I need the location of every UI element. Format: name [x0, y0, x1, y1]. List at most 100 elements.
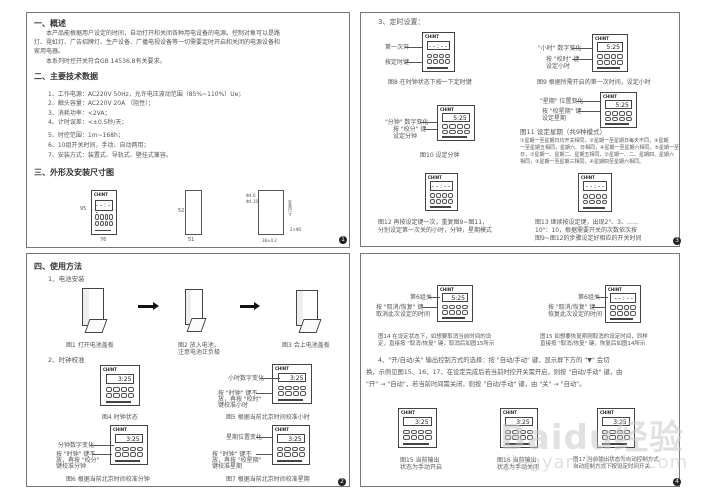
- battery-install-title: 1、电池安装: [48, 275, 85, 283]
- lcd-display: 5:25: [442, 112, 470, 122]
- lcd-display: - - : - -: [426, 40, 451, 51]
- key-button: [623, 310, 630, 316]
- key-button: [616, 435, 623, 441]
- fig17-caption: 状态为手动关闭: [497, 464, 540, 471]
- fig12-caption: 图12 再按设定键一次，重复图9~图11，: [378, 219, 489, 226]
- label-strip: [277, 399, 304, 401]
- key-button: [602, 435, 609, 441]
- label-strip: [442, 136, 467, 138]
- key-button: [418, 435, 425, 441]
- lcd-time: 3:25: [516, 418, 530, 426]
- key-button: [94, 220, 99, 227]
- key-button: [442, 193, 448, 198]
- key-button: [299, 391, 307, 397]
- output-mode-text: "开" → "自动"，若当前时间需关闭，则按 "自动/手动" 键，由 "关" →…: [366, 381, 586, 388]
- fig17-caption: 图16 当前输出: [497, 457, 537, 464]
- fig11-label: "星期" 位置变化: [540, 98, 584, 105]
- key-button: [284, 446, 291, 452]
- key-button: [603, 54, 610, 59]
- label-strip: [94, 229, 112, 232]
- label-strip: [429, 206, 451, 208]
- key-button: [442, 304, 448, 310]
- key-button: [589, 199, 595, 205]
- key-button: [120, 393, 127, 398]
- lcd-time: - - : - -: [585, 183, 605, 191]
- lcd-display: - - : - -: [610, 293, 636, 303]
- arrow-right-icon: [138, 302, 159, 310]
- key-button: [610, 310, 616, 316]
- fig13-caption: 10"：10，根据需要开关的次数依次按: [535, 227, 638, 234]
- side-view-drawing: [185, 190, 202, 235]
- key-button: [617, 54, 623, 59]
- keypad: [442, 124, 470, 134]
- fig6-label: 分钟数字变化: [58, 442, 95, 449]
- overview-line: 本产品能根据用户设定的时间，自动打开和关闭各种用电设备的电源。控制对象可以是路: [46, 30, 281, 37]
- key-button: [435, 198, 441, 204]
- key-button: [113, 393, 120, 398]
- overview-line: 本系列时控开关符合GB 14536.8有关要求。: [46, 58, 166, 65]
- key-button: [285, 385, 292, 391]
- lcd-display: - - : - -: [582, 181, 608, 191]
- key-button: [455, 310, 462, 315]
- key-button: [512, 429, 519, 435]
- fig10-label: "分钟" 数字变化: [385, 119, 429, 126]
- key-button: [442, 310, 448, 315]
- key-button: [432, 59, 438, 65]
- fig14-caption: 定，直接按 "取消/恢复" 键，取消后如图15所示: [378, 341, 495, 347]
- key-button: [129, 446, 136, 452]
- keypad: [105, 387, 135, 398]
- label-strip: [505, 443, 530, 445]
- key-button: [445, 59, 451, 65]
- key-button: [526, 429, 533, 435]
- page-number: 3: [673, 237, 681, 245]
- fig15-caption: 直接按 "取消/恢复" 键，恢复后如图14所示: [540, 341, 646, 347]
- key-button: [448, 198, 454, 204]
- key-button: [410, 429, 417, 435]
- label-strip: [105, 401, 132, 403]
- lcd-display: 5:25: [597, 42, 623, 52]
- lcd-time: - - : - -: [95, 201, 111, 216]
- key-button: [463, 124, 470, 129]
- label-strip: [597, 67, 621, 69]
- fig18-caption: 自动控制方式下按设定时间开关: [573, 464, 651, 470]
- key-button: [277, 446, 284, 452]
- brand-logo: CHINT: [425, 34, 439, 39]
- key-button: [616, 310, 623, 316]
- dim-height: 95: [80, 206, 87, 212]
- fig8-caption: 图8 在时钟状态下按一下定时键: [388, 79, 472, 86]
- key-button: [519, 429, 526, 435]
- front-view-drawing: CHINT- - : - -: [91, 190, 117, 235]
- lcd-display: 3:25: [602, 416, 630, 427]
- spec-item: 3、消耗功率：<2VA；: [48, 110, 111, 117]
- key-button: [625, 111, 632, 116]
- fig6-caption: 图6 根据当前北京时间校准分钟: [66, 476, 150, 483]
- fig15-label: 第6组关: [578, 294, 600, 301]
- keypad: [505, 429, 533, 441]
- key-button: [136, 452, 143, 458]
- fig6-label: 按 "时钟" 键不: [56, 451, 96, 458]
- key-button: [623, 435, 630, 441]
- lcd-display: 5:25: [442, 293, 468, 303]
- overview-line: 家用电器。: [34, 48, 65, 55]
- key-button: [94, 214, 99, 220]
- key-button: [455, 304, 462, 310]
- key-button: [616, 429, 623, 435]
- fig7-label: 键校准星期: [212, 463, 243, 470]
- key-button: [277, 452, 284, 458]
- key-button: [418, 429, 425, 435]
- section-specs-title: 二、主要技术数据: [34, 72, 98, 81]
- key-button: [104, 214, 109, 220]
- clock-calibration-title: 2、时钟校准: [48, 356, 85, 364]
- spec-item: 7、安装方式：装置式、导轨式、壁挂式兼容。: [48, 152, 172, 159]
- brand-logo: CHINT: [600, 410, 614, 415]
- lcd-time: 3:25: [415, 418, 429, 426]
- brand-logo: CHINT: [103, 367, 117, 372]
- lcd-time: 3:25: [613, 418, 627, 426]
- fig14-label: 第6组关: [410, 294, 432, 301]
- battery-step1-drawing: [82, 288, 104, 326]
- key-button: [630, 305, 636, 310]
- fig16-caption: 状态为手动开启: [400, 464, 443, 471]
- label-strip: [442, 317, 466, 319]
- key-button: [442, 198, 448, 204]
